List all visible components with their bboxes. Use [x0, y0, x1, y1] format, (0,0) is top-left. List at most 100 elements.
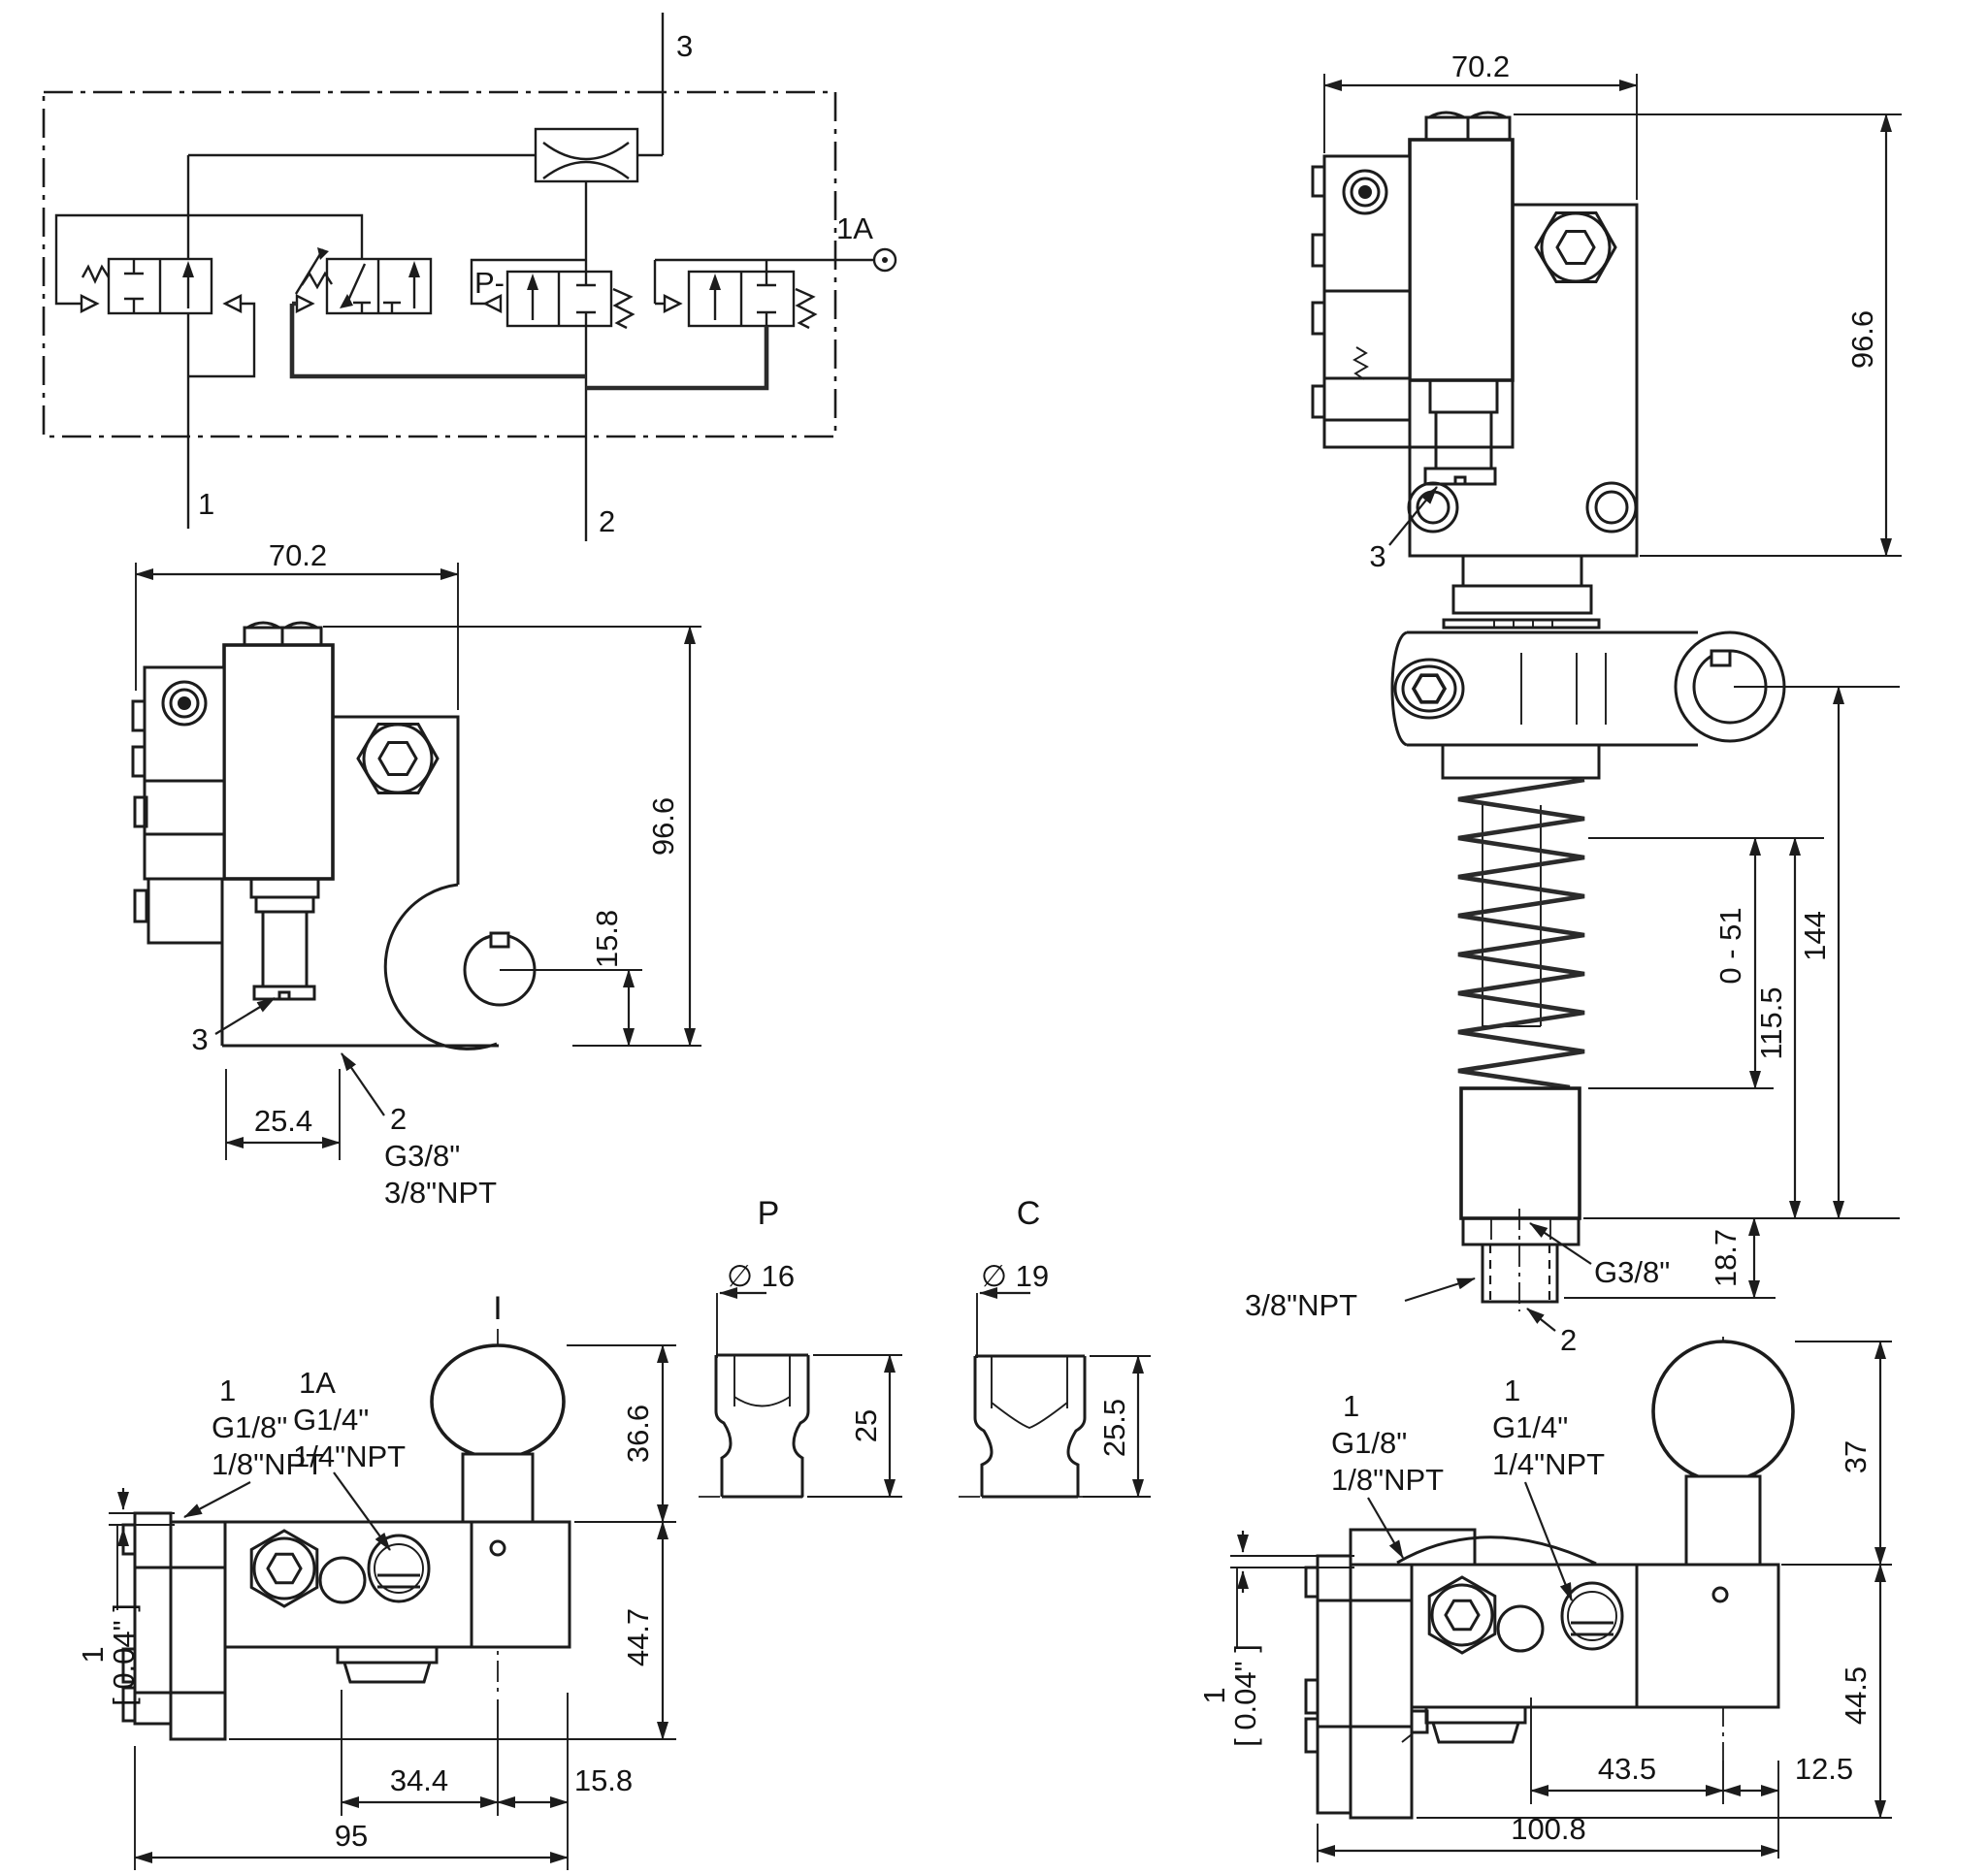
valve-1-symbol [80, 257, 243, 315]
side-port1-g: G1/8" [1331, 1426, 1407, 1460]
valve-2-symbol [294, 247, 433, 315]
side-relief-spring-mark [1352, 346, 1369, 380]
side-manifold-block [1311, 154, 1412, 449]
side-dim-tip: 18.7 [1709, 1229, 1743, 1287]
side-plunger [1423, 378, 1499, 486]
side-keyway-notch [1710, 649, 1732, 667]
front-bracket-plate [220, 715, 537, 1051]
front-manifold-block [131, 665, 226, 945]
side-collar-stack [1442, 554, 1601, 630]
front-knob-stem [461, 1452, 535, 1524]
front-thread-g: G3/8" [384, 1139, 460, 1173]
side-thread-npt: 3/8"NPT [1245, 1288, 1357, 1322]
side-top-slot-port [1560, 1581, 1624, 1651]
front-dim-hole: 15.8 [590, 910, 624, 968]
side-dim-b: 12.5 [1795, 1752, 1853, 1786]
side-port1-npt: 1/8"NPT [1331, 1463, 1444, 1497]
front-knob [430, 1343, 566, 1460]
side-knob [1651, 1340, 1795, 1483]
side-port1a-num: 1 [1504, 1374, 1520, 1407]
section-c: C ∅ 19 25.5 [959, 1195, 1151, 1499]
circuit-boundary [42, 90, 837, 438]
section-p-diameter: ∅ 16 [727, 1259, 795, 1293]
front-dim-b: 15.8 [574, 1763, 633, 1797]
front-dim-foot: 25.4 [254, 1104, 312, 1138]
front-solenoid-body [222, 643, 335, 881]
section-p-part [699, 1353, 836, 1499]
front-keyway-notch [489, 931, 510, 949]
section-p-dim: 25 [849, 1409, 883, 1442]
section-c-dim: 25.5 [1097, 1399, 1131, 1457]
side-dim-total: 100.8 [1511, 1812, 1586, 1846]
front-top-slot-port [367, 1534, 431, 1603]
front-port1a-num: 1A [299, 1366, 336, 1400]
circuit-port1-label: 1 [198, 487, 214, 521]
side-lever-arm [1390, 630, 1786, 747]
side-top-pin-hole [1711, 1586, 1729, 1603]
front-hex-bolt [356, 723, 440, 794]
flow-restrictor-symbol [534, 127, 639, 183]
side-top-hex-bolt [1427, 1575, 1497, 1655]
front-port1-g: G1/8" [212, 1410, 287, 1444]
side-step-in: [ 0.04" ] [1228, 1644, 1262, 1747]
front-dim-knob: 36.6 [621, 1405, 655, 1463]
side-port1a-g: G1/4" [1492, 1410, 1568, 1444]
front-port1-npt: 1/8"NPT [212, 1447, 324, 1481]
front-top-plug [318, 1556, 367, 1604]
hydraulic-circuit: 3 1 2 1A P- [42, 13, 897, 541]
front-dim-a: 34.4 [390, 1763, 448, 1797]
front-dim-body: 44.7 [621, 1608, 655, 1666]
section-p: P ∅ 16 25 [699, 1195, 902, 1499]
side-knob-stem [1684, 1474, 1762, 1567]
side-solenoid-cap [1424, 111, 1512, 142]
front-port1a-g: G1/4" [293, 1403, 369, 1437]
side-view: 70.2 [1245, 49, 1902, 1357]
side-dim-stroke: 0 - 51 [1713, 907, 1747, 984]
side-solenoid-body [1408, 138, 1515, 382]
front-view: 70.2 [131, 538, 701, 1210]
side-top-plug [1496, 1604, 1545, 1653]
side-dim-total: 144 [1798, 911, 1832, 961]
side-top-body [1304, 1528, 1780, 1820]
front-dim-total: 95 [335, 1819, 368, 1853]
side-dim-a: 43.5 [1598, 1752, 1656, 1786]
section-c-label: C [1017, 1195, 1041, 1232]
side-threaded-tip [1461, 1209, 1581, 1311]
side-thread-g: G3/8" [1594, 1255, 1670, 1289]
side-top-guard-arc [1396, 1536, 1597, 1566]
side-port1-num: 1 [1343, 1389, 1359, 1423]
circuit-pilot-label: P- [474, 266, 505, 300]
side-spring-top-seat [1441, 743, 1601, 780]
side-dim-width: 70.2 [1451, 49, 1510, 83]
front-top-pin-hole [489, 1539, 506, 1557]
front-leader-2: 2 [390, 1102, 407, 1136]
side-spring-block [1459, 1086, 1581, 1220]
top-view-side: 1 G1/8" 1/8"NPT 1 G1/4" 1/4"NPT 37 44.5 … [1197, 1337, 1892, 1862]
side-rod [1482, 805, 1542, 1027]
front-step-mm: 1 [76, 1646, 110, 1663]
side-dim-body: 44.5 [1839, 1666, 1873, 1725]
valve-4-symbol [663, 270, 818, 330]
front-dim-width: 70.2 [269, 538, 327, 572]
top-view-front: I 1 G1/8" 1/8"N [76, 1290, 676, 1870]
side-port1a-npt: 1/4"NPT [1492, 1447, 1605, 1481]
front-step-in: [ 0.04" ] [107, 1603, 141, 1706]
side-socket-bolt [1393, 658, 1465, 720]
front-port1a-npt: 1/4"NPT [293, 1439, 406, 1473]
front-thread-npt: 3/8"NPT [384, 1176, 497, 1210]
side-dim-spring: 115.5 [1754, 986, 1788, 1059]
front-plunger [249, 877, 320, 1001]
side-spring [1457, 777, 1585, 1090]
circuit-port2-label: 2 [599, 504, 615, 538]
view-label-i: I [493, 1290, 502, 1327]
front-leader-3: 3 [191, 1022, 208, 1056]
side-top-plate [1349, 1528, 1477, 1567]
front-port1-num: 1 [219, 1374, 236, 1407]
port-1a-symbol [872, 247, 897, 273]
section-c-part [959, 1354, 1102, 1499]
side-dim-knob: 37 [1839, 1440, 1873, 1473]
circuit-port3-label: 3 [676, 29, 693, 63]
valve-3-symbol [482, 270, 636, 330]
